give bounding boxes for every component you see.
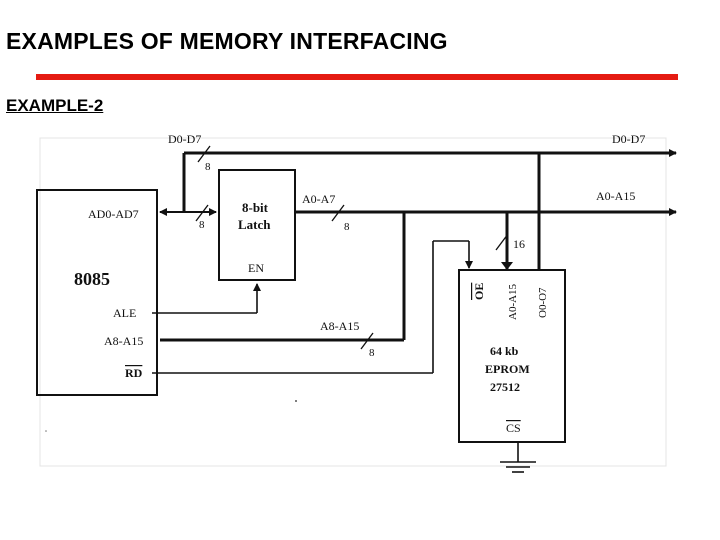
high-address-width: 8 [369,347,375,359]
title-underline-bar [36,74,678,80]
cpu-name: 8085 [74,269,110,289]
cs-ground [500,442,536,473]
eprom-part: 27512 [490,380,520,394]
high-address-label: A8-A15 [320,319,359,333]
latch-name-line2: Latch [238,217,271,232]
cpu-8085-block: 8085 AD0-AD7 ALE A8-A15 RD [36,189,158,396]
address-bus-label: A0-A15 [596,189,635,203]
eprom-addr-label: A0-A15 [507,283,519,320]
cpu-pin-ale: ALE [113,306,136,320]
eprom-addr-width: 16 [513,237,525,251]
address-bus [295,208,677,340]
latch-enable-label: EN [248,261,264,275]
diagram-frame [39,137,667,467]
ale-line [152,283,261,314]
latch-block: 8-bit Latch EN [218,169,296,281]
page-title: EXAMPLES OF MEMORY INTERFACING [6,28,448,54]
eprom-type: EPROM [485,362,530,376]
eprom-oe-label: OE [472,283,486,300]
ad-bus-width: 8 [199,219,205,231]
cpu-pin-rd: RD [125,366,143,380]
example-label: EXAMPLE-2 [6,96,104,115]
latch-out-label: A0-A7 [302,192,335,206]
cpu-pin-ad: AD0-AD7 [88,207,139,221]
eprom-cs-label: CS [506,421,521,435]
latch-name-line1: 8-bit [242,200,269,215]
data-bus-out-label: D0-D7 [612,132,645,146]
cpu-pin-a8: A8-A15 [104,334,143,348]
eprom-data-label: O0-O7 [537,287,549,318]
latch-out-width: 8 [344,221,350,233]
eprom-block: 64 kb EPROM 27512 CS OE A0-A15 O0-O7 [458,269,566,443]
eprom-size: 64 kb [490,344,519,358]
data-bus-in-label: D0-D7 [168,132,201,146]
rd-line [152,240,473,374]
data-bus-width: 8 [205,161,211,173]
